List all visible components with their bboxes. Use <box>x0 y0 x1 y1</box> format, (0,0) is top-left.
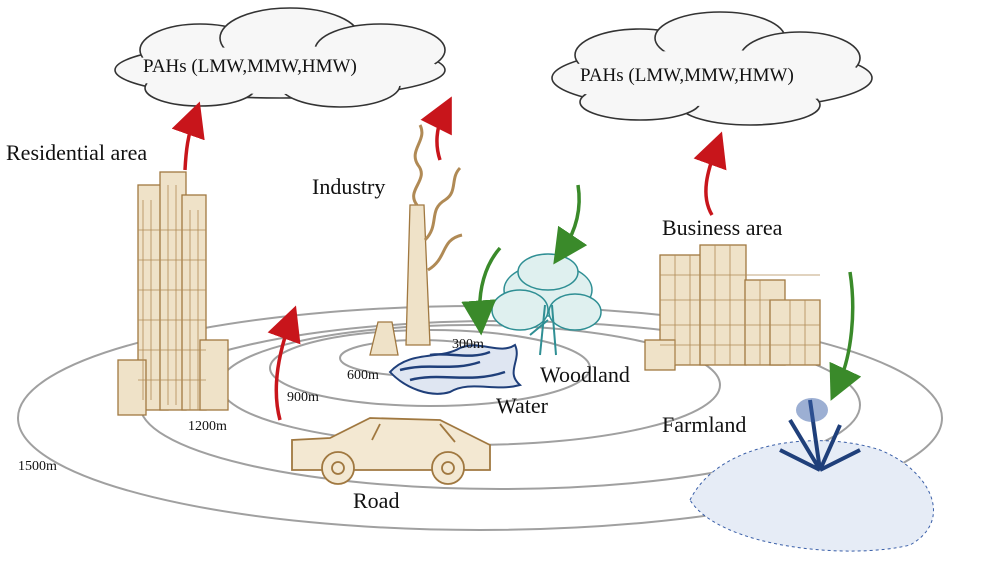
residential-label: Residential area <box>6 140 148 165</box>
emission-arrow-business <box>693 131 727 216</box>
cloud-right-label: PAHs (LMW,MMW,HMW) <box>580 65 794 86</box>
deposition-arrow-woodland <box>553 184 588 265</box>
farmland-field <box>689 398 934 552</box>
cloud-left <box>114 7 446 108</box>
business-label: Business area <box>662 215 783 240</box>
ring-label-1500m: 1500m <box>18 459 57 474</box>
woodland-label: Woodland <box>540 362 630 387</box>
business-buildings <box>644 244 821 371</box>
water-label: Water <box>496 393 548 418</box>
emission-arrow-industry <box>420 96 452 161</box>
ring-label-1200m: 1200m <box>188 419 227 434</box>
deposition-arrow-farmland <box>829 271 862 401</box>
road-car <box>291 417 491 485</box>
woodland-tree <box>491 253 602 356</box>
road-label: Road <box>353 488 400 513</box>
farmland-label: Farmland <box>662 412 747 437</box>
water-body <box>388 343 523 395</box>
industry-label: Industry <box>312 174 386 199</box>
deposition-arrows <box>461 184 862 401</box>
emission-arrow-road <box>267 305 301 421</box>
deposition-arrow-water <box>461 246 502 336</box>
ring-label-300m: 300m <box>452 337 484 352</box>
ring-label-900m: 900m <box>287 390 319 405</box>
industry-chimneys <box>369 124 463 356</box>
cloud-left-label: PAHs (LMW,MMW,HMW) <box>143 56 357 77</box>
residential-buildings <box>117 171 229 416</box>
ring-label-600m: 600m <box>347 368 379 383</box>
emission-arrows <box>171 96 727 421</box>
emission-arrow-residential <box>171 101 205 171</box>
cloud-right <box>551 11 873 126</box>
